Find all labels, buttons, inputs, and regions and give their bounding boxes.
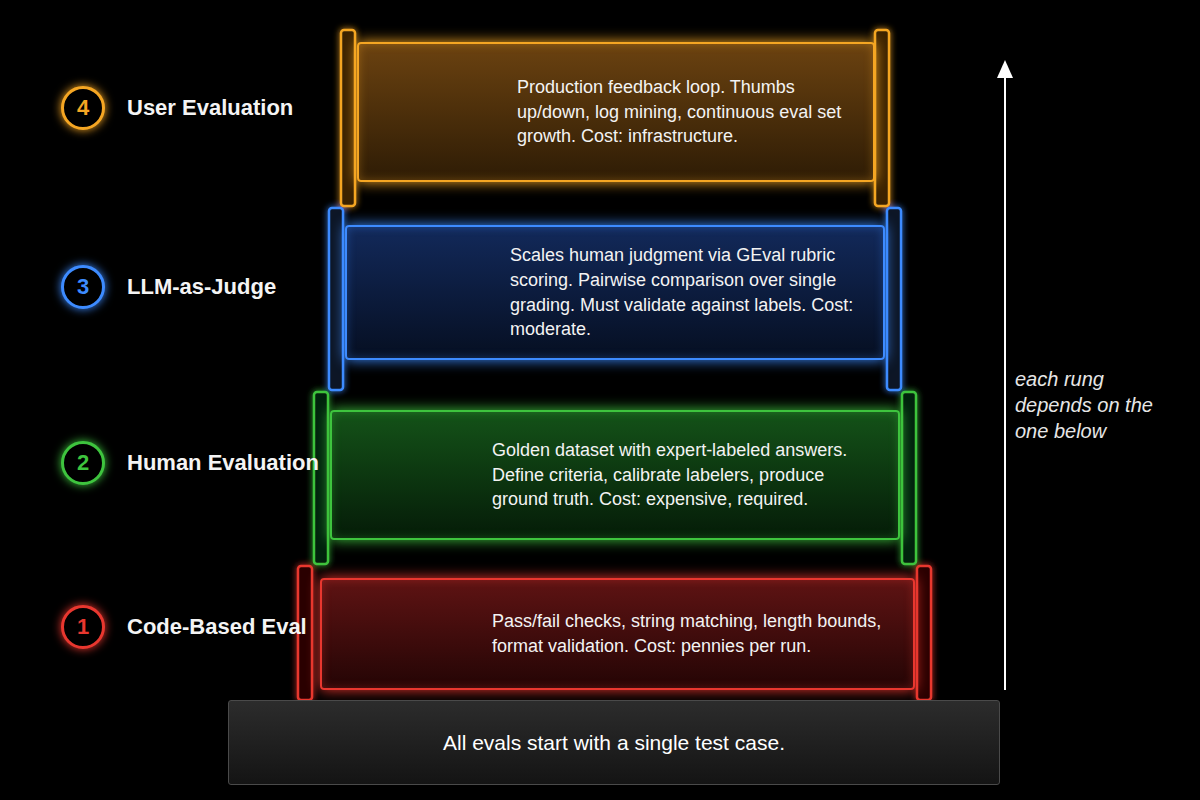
base-caption: All evals start with a single test case. bbox=[443, 731, 785, 755]
ladder-rail bbox=[298, 30, 931, 700]
step-badge: 2 Human Evaluation bbox=[61, 441, 319, 485]
step-title: User Evaluation bbox=[127, 95, 293, 121]
ladder-rung: Pass/fail checks, string matching, lengt… bbox=[320, 578, 915, 690]
ladder-rail-part bbox=[314, 392, 328, 564]
step-number: 3 bbox=[61, 265, 105, 309]
step-number: 2 bbox=[61, 441, 105, 485]
dependency-arrow bbox=[614, 182, 617, 225]
ladder-rail-part bbox=[902, 392, 916, 564]
progress-arrow bbox=[997, 60, 1013, 690]
dependency-arrow bbox=[613, 360, 616, 410]
ladder-rail-part bbox=[887, 208, 901, 390]
step-number: 1 bbox=[61, 605, 105, 649]
base-slab: All evals start with a single test case. bbox=[228, 700, 1000, 785]
rung-description: Golden dataset with expert-labeled answe… bbox=[492, 438, 876, 512]
ladder-rung: Golden dataset with expert-labeled answe… bbox=[330, 410, 900, 540]
progress-arrow-part bbox=[1004, 72, 1006, 690]
rung-description: Pass/fail checks, string matching, lengt… bbox=[492, 609, 891, 659]
ladder-rung: Production feedback loop. Thumbs up/down… bbox=[357, 42, 875, 182]
step-badge: 3 LLM-as-Judge bbox=[61, 265, 276, 309]
rung-description: Scales human judgment via GEval rubric s… bbox=[510, 243, 861, 342]
progress-arrow-part bbox=[997, 60, 1013, 78]
ladder-rail-part bbox=[341, 30, 355, 206]
side-note: each rung depends on the one below bbox=[1015, 366, 1153, 444]
ladder-rail-part bbox=[329, 208, 343, 390]
step-title: Code-Based Eval bbox=[127, 614, 307, 640]
ladder-rail-part bbox=[917, 566, 931, 700]
step-title: LLM-as-Judge bbox=[127, 274, 276, 300]
dependency-arrow bbox=[611, 540, 614, 578]
step-title: Human Evaluation bbox=[127, 450, 319, 476]
ladder-rung: Scales human judgment via GEval rubric s… bbox=[345, 225, 885, 360]
step-badge: 4 User Evaluation bbox=[61, 86, 293, 130]
step-badge: 1 Code-Based Eval bbox=[61, 605, 307, 649]
step-number: 4 bbox=[61, 86, 105, 130]
ladder-rail-part bbox=[875, 30, 889, 206]
rung-description: Production feedback loop. Thumbs up/down… bbox=[517, 75, 851, 149]
